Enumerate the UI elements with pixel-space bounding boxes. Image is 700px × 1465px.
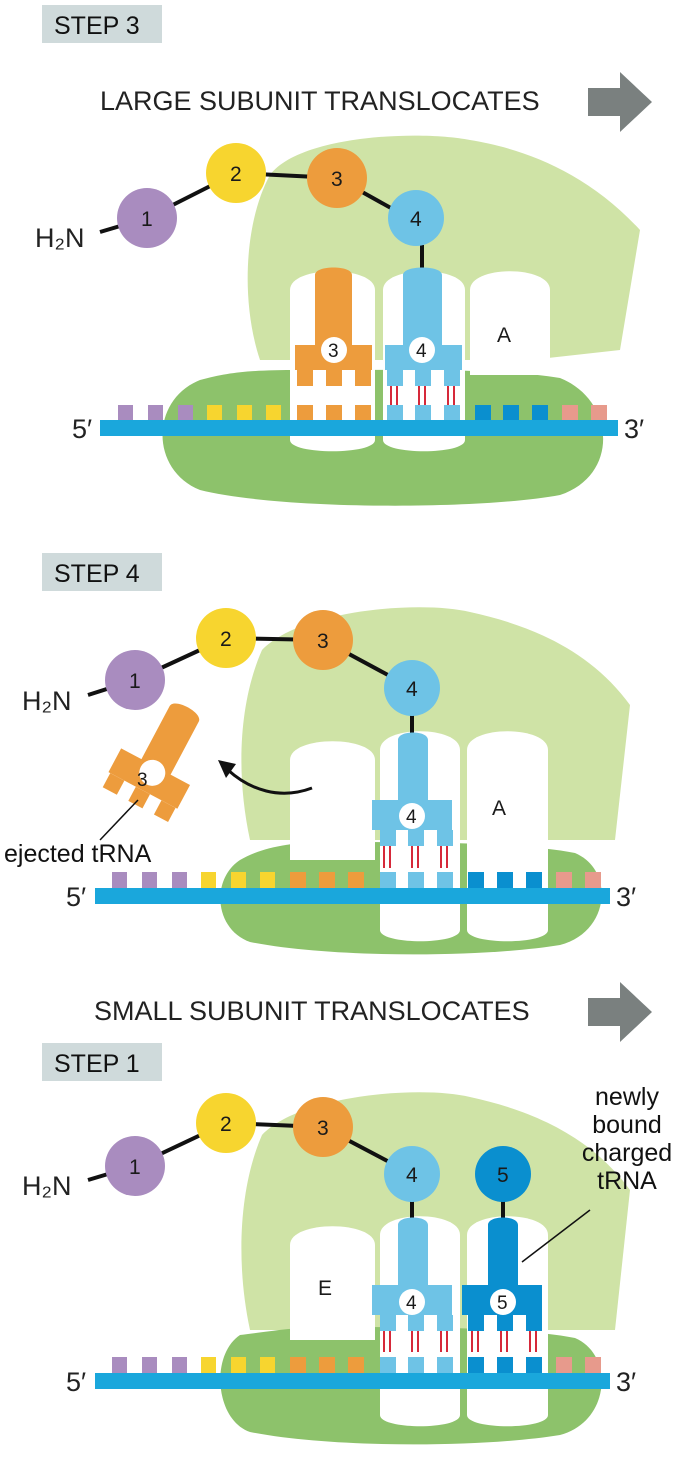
e-site-label: E (318, 1277, 332, 1300)
newly-bound-line-3: charged (582, 1139, 672, 1167)
trna-3-label: 3 (328, 341, 339, 362)
amino-acid-2 (196, 608, 256, 668)
right-arrow-icon (588, 982, 652, 1042)
amino-acid-4 (388, 190, 444, 246)
amino-acid-1 (105, 650, 165, 710)
a-site-label: A (497, 324, 511, 347)
a-site-label: A (492, 797, 506, 820)
amino-acid-3 (293, 610, 353, 670)
trna-4-label: 4 (416, 341, 427, 362)
amino-acid-4 (384, 660, 440, 716)
trna-4-label: 4 (406, 1293, 417, 1314)
ejected-trna-label: 3 (137, 770, 148, 791)
amino-acid-3-label: 3 (317, 630, 329, 653)
trna-5-label: 5 (497, 1293, 508, 1314)
right-arrow-icon (588, 72, 652, 132)
panel-step-3: STEP 3 LARGE SUBUNIT TRANSLOCATES A H₂N … (35, 5, 652, 506)
amino-acid-4-label: 4 (406, 1164, 418, 1187)
ejected-trna-caption: ejected tRNA (4, 840, 152, 868)
banner-large-subunit: LARGE SUBUNIT TRANSLOCATES (100, 86, 540, 116)
e-site (290, 1226, 375, 1340)
banner-small-subunit: SMALL SUBUNIT TRANSLOCATES (94, 996, 530, 1026)
amino-acid-2-label: 2 (230, 163, 242, 186)
amino-acid-3 (307, 148, 367, 208)
five-prime-label: 5′ (66, 882, 86, 912)
amine-label: H₂N (22, 686, 71, 716)
amino-acid-3-label: 3 (317, 1117, 329, 1140)
three-prime-label: 3′ (616, 882, 636, 912)
amino-acid-1 (105, 1136, 165, 1196)
amine-label: H₂N (35, 223, 84, 253)
trna-4 (385, 267, 462, 405)
step-label: STEP 4 (54, 560, 140, 588)
amino-acid-1-label: 1 (129, 1156, 141, 1179)
newly-bound-leader-line (521, 1209, 591, 1263)
amino-acid-1-label: 1 (141, 208, 153, 231)
newly-bound-line-4: tRNA (597, 1167, 657, 1195)
amino-acid-4-label: 4 (406, 678, 418, 701)
mrna-codons (112, 1357, 601, 1374)
mrna-strand (95, 1373, 610, 1389)
small-subunit (162, 369, 604, 506)
step-label-box (42, 5, 162, 43)
e-site (290, 741, 375, 860)
amino-acid-1 (117, 188, 177, 248)
trna-4-label: 4 (406, 807, 417, 828)
panel-step-1: SMALL SUBUNIT TRANSLOCATES STEP 1 E H₂N … (22, 982, 672, 1445)
a-site (467, 731, 548, 942)
arrowhead-icon (218, 760, 236, 778)
mrna-strand (95, 888, 610, 904)
amino-acid-3-label: 3 (331, 168, 343, 191)
trna-5 (462, 1217, 542, 1352)
amino-acid-2 (196, 1093, 256, 1153)
newly-bound-line-2: bound (592, 1111, 662, 1139)
step-label-box (42, 553, 162, 591)
trna-4 (372, 1217, 453, 1352)
trna-4 (372, 732, 453, 868)
five-prime-label: 5′ (72, 414, 92, 444)
three-prime-label: 3′ (624, 414, 644, 444)
step-label: STEP 3 (54, 12, 140, 40)
a-site (470, 271, 550, 375)
amino-acid-5-label: 5 (497, 1164, 509, 1187)
ejected-leader-line (99, 799, 139, 841)
step-label: STEP 1 (54, 1050, 140, 1078)
amino-acid-2 (206, 143, 266, 203)
ejection-arrow (226, 768, 313, 795)
ejected-trna (102, 703, 200, 822)
mrna-codons (118, 405, 607, 422)
mrna-strand (100, 420, 618, 436)
amino-acid-5 (475, 1146, 531, 1202)
mrna-codons (112, 872, 601, 889)
three-prime-label: 3′ (616, 1367, 636, 1397)
step-label-box (42, 1043, 162, 1081)
panel-step-4: STEP 4 A H₂N 1 2 3 4 3 (4, 553, 636, 955)
amino-acid-1-label: 1 (129, 670, 141, 693)
newly-bound-line-1: newly (595, 1083, 659, 1111)
trna-3 (295, 267, 372, 386)
amino-acid-4 (384, 1146, 440, 1202)
amino-acid-3 (293, 1097, 353, 1157)
amino-acid-2-label: 2 (220, 628, 232, 651)
five-prime-label: 5′ (66, 1367, 86, 1397)
amino-acid-4-label: 4 (410, 208, 422, 231)
amine-label: H₂N (22, 1171, 71, 1201)
amino-acid-2-label: 2 (220, 1113, 232, 1136)
